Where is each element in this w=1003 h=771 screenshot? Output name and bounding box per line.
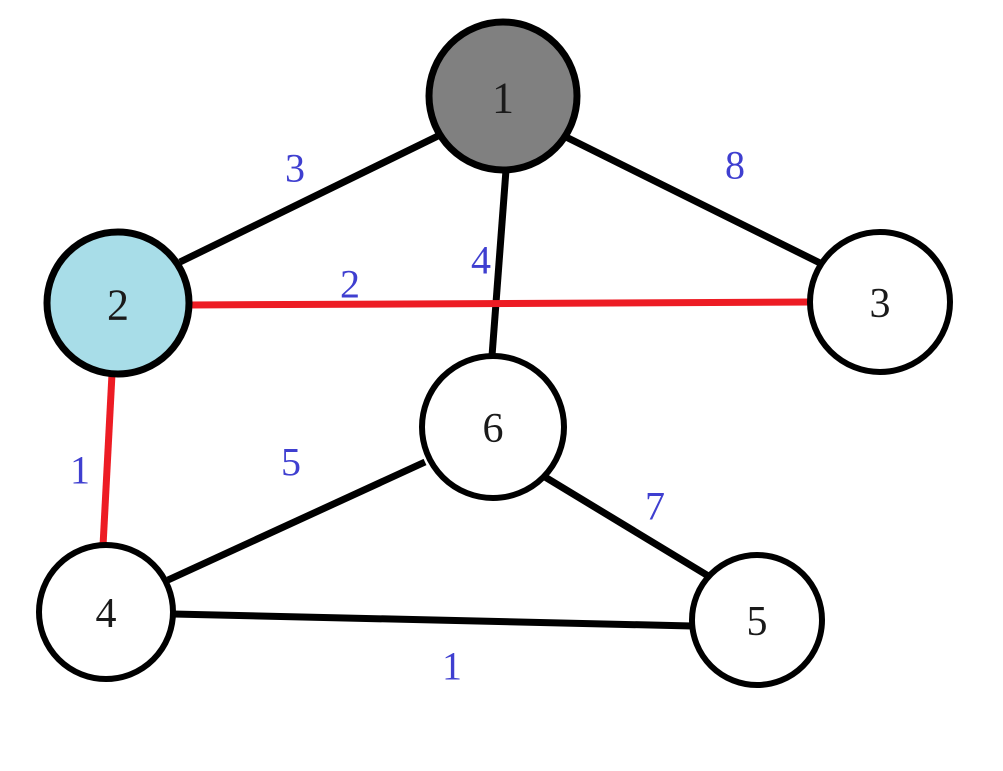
graph-node-4[interactable]: 4 [36, 542, 176, 682]
edge-weight-1-6: 4 [471, 238, 491, 283]
node-label-2: 2 [107, 281, 129, 330]
node-label-3: 3 [870, 281, 891, 327]
graph-node-6[interactable]: 6 [419, 353, 567, 501]
graph-node-5[interactable]: 5 [689, 552, 825, 688]
node-circle-2[interactable] [43, 228, 193, 378]
node-circle-6[interactable] [419, 353, 567, 501]
nodes-layer: 1 2 3 4 5 6 [36, 18, 953, 688]
graph-edge-4-6[interactable] [166, 458, 427, 584]
node-circle-3[interactable] [807, 229, 953, 375]
edge-weight-4-5: 1 [442, 644, 462, 689]
edge-weight-6-5: 7 [645, 484, 665, 529]
graph-edge-1-6[interactable] [488, 169, 510, 357]
graph-node-2[interactable]: 2 [43, 228, 193, 378]
node-circle-5[interactable] [689, 552, 825, 688]
graph-node-1[interactable]: 1 [425, 18, 581, 174]
graph-edge-2-3[interactable] [188, 298, 813, 309]
graph-edge-1-3[interactable] [562, 132, 824, 268]
edges-layer [99, 131, 824, 630]
graph-node-3[interactable]: 3 [807, 229, 953, 375]
node-circle-4[interactable] [36, 542, 176, 682]
graph-edge-6-5[interactable] [543, 474, 712, 580]
node-label-6: 6 [483, 406, 504, 452]
node-label-1: 1 [492, 74, 514, 123]
edge-weight-4-6: 5 [281, 440, 301, 485]
edge-weight-1-3: 8 [725, 143, 745, 188]
node-circle-1[interactable] [425, 18, 581, 174]
graph-edge-2-4[interactable] [99, 373, 116, 547]
edge-weight-2-4: 1 [70, 448, 90, 493]
graph-edge-1-2[interactable] [178, 131, 442, 266]
edge-weight-2-3: 2 [340, 262, 360, 307]
edge-weights-layer: 3 8 4 2 1 5 7 1 [70, 143, 745, 689]
graph-edge-4-5[interactable] [172, 610, 693, 630]
node-label-4: 4 [96, 591, 117, 637]
node-label-5: 5 [747, 599, 768, 645]
edge-weight-1-2: 3 [285, 146, 305, 191]
